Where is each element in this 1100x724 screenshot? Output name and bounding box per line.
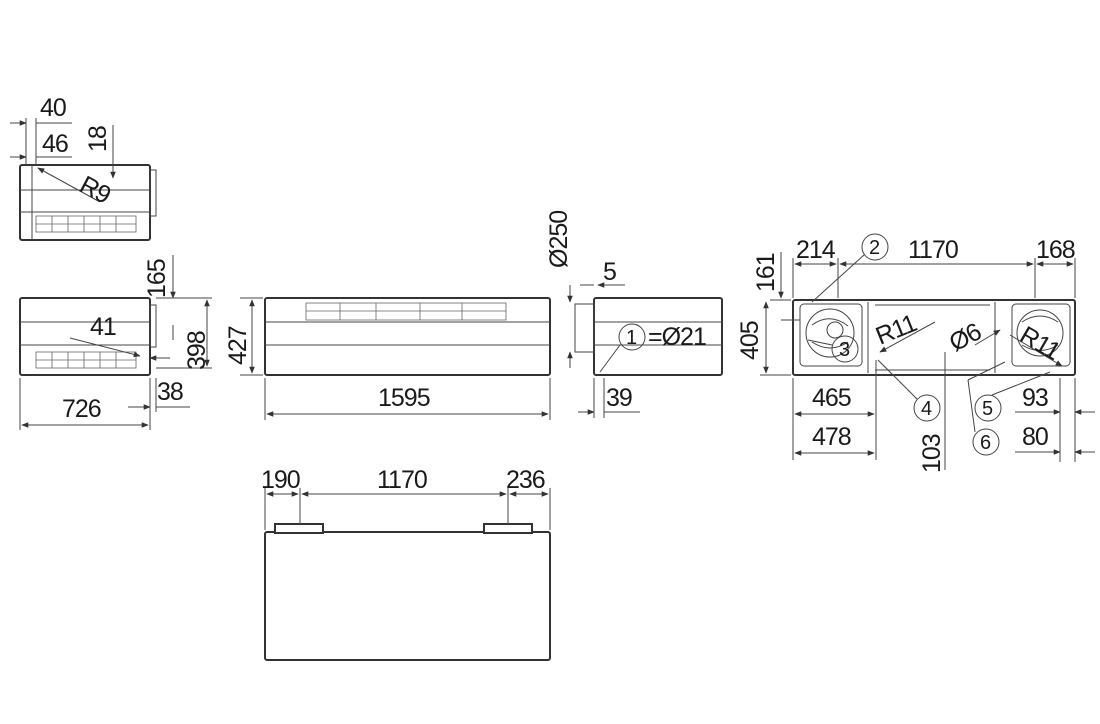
dim-478: 478 [812, 423, 851, 451]
dim-46: 46 [42, 130, 68, 158]
end-view: Ø250 5 1 =Ø21 39 [545, 211, 723, 418]
dim-80: 80 [1022, 423, 1048, 451]
dim-93: 93 [1022, 384, 1048, 412]
dim-398: 398 [183, 331, 211, 370]
dim-d21: =Ø21 [648, 323, 706, 351]
callout-5: 5 [982, 398, 993, 420]
dim-38: 38 [157, 378, 183, 406]
callout-3: 3 [839, 339, 850, 361]
dim-18: 18 [84, 126, 112, 152]
dim-1595: 1595 [378, 384, 430, 412]
dim-165: 165 [143, 259, 171, 298]
dim-40: 40 [40, 94, 66, 122]
dim-236: 236 [506, 466, 545, 494]
dim-d250: Ø250 [545, 211, 573, 268]
callout-1: 1 [626, 327, 637, 349]
dim-41: 41 [90, 313, 116, 341]
dim-1170-bottom: 1170 [377, 466, 427, 494]
dim-190: 190 [261, 466, 300, 494]
back-view: 214 1170 168 2 161 405 3 R11 Ø6 R11 [736, 233, 1095, 473]
dim-161: 161 [752, 253, 780, 292]
dim-214: 214 [796, 236, 836, 264]
bottom-view: 190 1170 236 [261, 466, 551, 661]
dim-405: 405 [736, 321, 764, 360]
side-view: 165 41 398 726 38 [19, 255, 212, 430]
dim-103: 103 [918, 434, 946, 473]
top-left-view: 40 46 18 R9 [10, 94, 157, 241]
dim-465: 465 [812, 384, 851, 412]
front-view: 427 1595 [224, 297, 551, 420]
callout-2: 2 [869, 237, 880, 259]
dim-168: 168 [1036, 236, 1075, 264]
dim-726: 726 [62, 395, 101, 423]
callout-6: 6 [980, 432, 991, 454]
dim-427: 427 [224, 326, 252, 365]
dim-39: 39 [606, 384, 632, 412]
dim-1170-back: 1170 [908, 236, 958, 264]
callout-4: 4 [921, 398, 932, 420]
dim-5: 5 [603, 258, 616, 286]
